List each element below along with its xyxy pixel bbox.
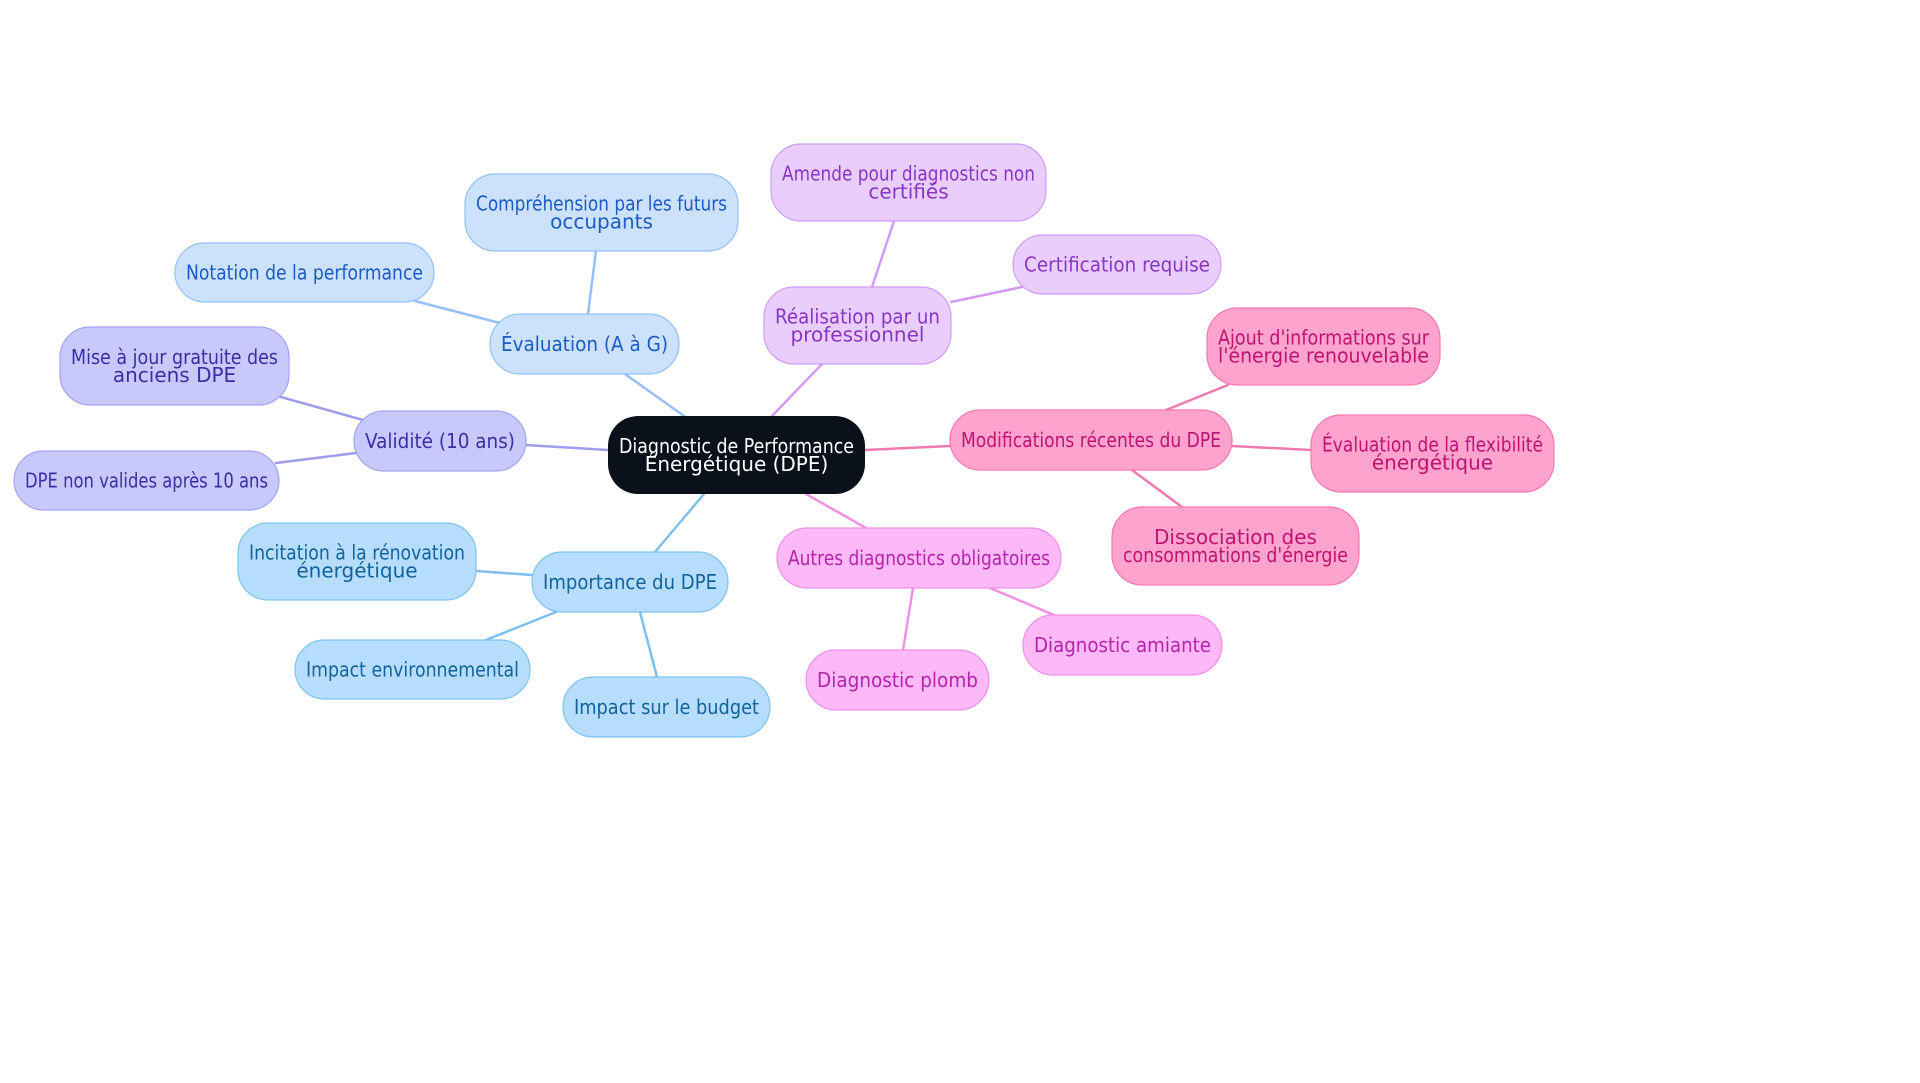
leaf-node-incitation-label-line: énergétique	[296, 559, 417, 583]
branch-node-autres-label-line: Autres diagnostics obligatoires	[788, 546, 1050, 570]
edge-autres-plomb	[901, 586, 915, 652]
leaf-node-comprehension-label-line: Compréhension par les futurs	[476, 192, 727, 216]
branch-node-importance-box	[531, 551, 729, 613]
leaf-node-ajout-label-line: l'énergie renouvelable	[1218, 344, 1429, 368]
leaf-node-plomb-label-line: Diagnostic plomb	[817, 668, 978, 692]
leaf-node-amiante[interactable]: Diagnostic amiante	[1022, 614, 1223, 676]
leaf-node-certification[interactable]: Certification requise	[1012, 234, 1222, 295]
leaf-node-environnement-box	[294, 639, 531, 700]
branch-node-evaluation-label-line: Évaluation (A à G)	[501, 332, 668, 356]
edge-importance-budget	[638, 610, 659, 679]
leaf-node-flexibilite-label-line: Évaluation de la flexibilité	[1322, 433, 1543, 457]
leaf-node-mise-a-jour-label-line: Mise à jour gratuite des	[71, 345, 278, 369]
edge-center-realisation	[770, 362, 824, 418]
branch-node-autres-box	[776, 527, 1062, 589]
branch-node-evaluation-box	[489, 313, 680, 375]
leaf-node-mise-a-jour-box	[59, 326, 290, 406]
leaf-node-dissociation-label-line: Dissociation des	[1154, 525, 1317, 549]
edge-center-importance	[653, 492, 706, 554]
branch-node-evaluation[interactable]: Évaluation (A à G)	[489, 313, 680, 375]
edge-modifications-flexibilite	[1230, 444, 1313, 452]
leaf-node-non-valides[interactable]: DPE non valides après 10 ans	[13, 450, 280, 511]
branch-node-validite-box	[353, 410, 527, 472]
branch-node-autres[interactable]: Autres diagnostics obligatoires	[776, 527, 1062, 589]
mindmap-edges	[274, 219, 1313, 679]
leaf-node-mise-a-jour-label-line: anciens DPE	[113, 363, 236, 387]
edge-importance-environnement	[484, 610, 558, 642]
center-node-label-line: Diagnostic de Performance	[619, 434, 854, 458]
leaf-node-non-valides-box	[13, 450, 280, 511]
leaf-node-environnement[interactable]: Impact environnemental	[294, 639, 531, 700]
leaf-node-ajout-box	[1206, 307, 1441, 386]
edge-realisation-amende	[870, 219, 896, 289]
edge-modifications-dissociation	[1130, 468, 1184, 509]
leaf-node-incitation-box	[237, 522, 477, 601]
leaf-node-environnement-label-line: Impact environnemental	[306, 658, 519, 682]
branch-node-realisation-box	[763, 286, 952, 365]
edge-evaluation-comprehension	[586, 249, 598, 316]
edge-modifications-ajout	[1164, 383, 1230, 412]
edge-center-evaluation	[623, 372, 686, 418]
leaf-node-flexibilite-box	[1310, 414, 1555, 493]
edge-evaluation-notation	[413, 299, 502, 325]
edge-center-validite	[524, 443, 610, 452]
leaf-node-notation-box	[174, 242, 435, 303]
edge-autres-amiante	[988, 586, 1056, 617]
leaf-node-budget[interactable]: Impact sur le budget	[562, 676, 771, 738]
leaf-node-dissociation-label-line: consommations d'énergie	[1123, 543, 1348, 567]
leaf-node-amende-label-line: certifiés	[868, 180, 948, 204]
branch-node-importance[interactable]: Importance du DPE	[531, 551, 729, 613]
leaf-node-plomb[interactable]: Diagnostic plomb	[805, 649, 990, 711]
edge-validite-non-valides	[274, 451, 358, 465]
branch-node-realisation-label-line: Réalisation par un	[775, 305, 940, 329]
leaf-node-comprehension-box	[464, 173, 739, 252]
leaf-node-amende-box	[770, 143, 1047, 222]
leaf-node-non-valides-label-line: DPE non valides après 10 ans	[25, 469, 268, 493]
edge-realisation-certification	[949, 285, 1024, 304]
leaf-node-comprehension-label-line: occupants	[550, 210, 653, 234]
leaf-node-dissociation-box	[1111, 506, 1360, 586]
branch-node-importance-label-line: Importance du DPE	[543, 570, 717, 594]
branch-node-validite[interactable]: Validité (10 ans)	[353, 410, 527, 472]
branch-node-modifications-box	[949, 409, 1233, 471]
leaf-node-ajout-label-line: Ajout d'informations sur	[1218, 326, 1430, 350]
edge-importance-incitation	[474, 569, 534, 577]
center-node-box	[608, 416, 865, 494]
center-node-label-line: Énergétique (DPE)	[645, 452, 829, 476]
leaf-node-notation[interactable]: Notation de la performance	[174, 242, 435, 303]
branch-node-modifications-label-line: Modifications récentes du DPE	[961, 428, 1221, 452]
leaf-node-amiante-label-line: Diagnostic amiante	[1034, 633, 1211, 657]
leaf-node-amiante-box	[1022, 614, 1223, 676]
leaf-node-budget-label-line: Impact sur le budget	[574, 695, 759, 719]
leaf-node-certification-label-line: Certification requise	[1024, 253, 1210, 277]
leaf-node-certification-box	[1012, 234, 1222, 295]
branch-node-realisation-label-line: professionnel	[791, 323, 925, 347]
leaf-node-incitation-label-line: Incitation à la rénovation	[249, 541, 465, 565]
edge-validite-mise-a-jour	[279, 395, 365, 422]
leaf-node-flexibilite-label-line: énergétique	[1372, 451, 1493, 475]
leaf-node-amende-label-line: Amende pour diagnostics non	[782, 162, 1035, 186]
leaf-node-plomb-box	[805, 649, 990, 711]
leaf-node-budget-box	[562, 676, 771, 738]
edge-center-modifications	[863, 444, 952, 452]
branch-node-validite-label-line: Validité (10 ans)	[365, 429, 515, 453]
edge-center-autres	[804, 492, 868, 530]
branch-node-modifications[interactable]: Modifications récentes du DPE	[949, 409, 1233, 471]
leaf-node-notation-label-line: Notation de la performance	[186, 261, 423, 285]
